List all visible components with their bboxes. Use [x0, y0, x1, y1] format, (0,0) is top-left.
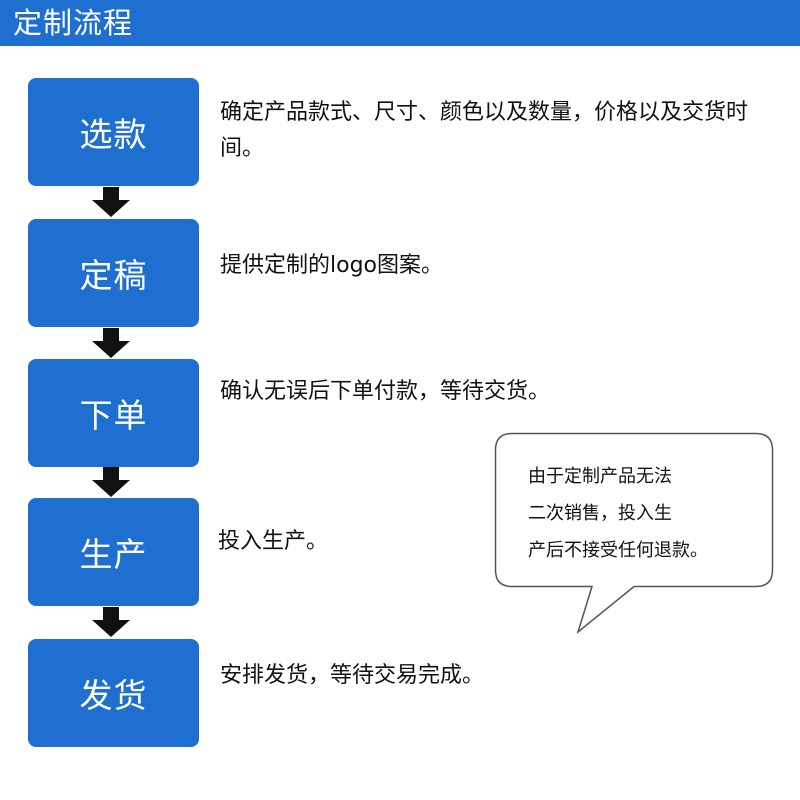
step-box-shipping: 发货 — [28, 639, 199, 747]
step-description-production: 投入生产。 — [218, 529, 329, 554]
step-description-select: 确定产品款式、尺寸、颜色以及数量，价格以及交货时间。 — [220, 100, 749, 161]
step-box-finalize: 定稿 — [28, 219, 199, 327]
step-description-shipping: 安排发货，等待交易完成。 — [220, 663, 485, 688]
note-line: 二次销售，投入生 — [528, 503, 672, 524]
note-line: 产后不接受任何退款。 — [528, 540, 708, 561]
note-speech-bubble — [494, 432, 774, 635]
step-box-select: 选款 — [28, 78, 199, 186]
down-arrow-icon — [92, 607, 130, 637]
step-box-production: 生产 — [28, 498, 199, 606]
note-line: 由于定制产品无法 — [528, 466, 672, 487]
step-box-order: 下单 — [28, 359, 199, 467]
step-description-order: 确认无误后下单付款，等待交货。 — [220, 379, 551, 404]
down-arrow-icon — [92, 467, 130, 497]
step-description-finalize: 提供定制的logo图案。 — [220, 253, 443, 278]
header-bar: 定制流程 — [0, 0, 800, 46]
down-arrow-icon — [92, 328, 130, 358]
down-arrow-icon — [92, 187, 130, 217]
note-text: 由于定制产品无法 二次销售，投入生 产后不接受任何退款。 — [528, 458, 743, 569]
page-title: 定制流程 — [13, 6, 134, 40]
